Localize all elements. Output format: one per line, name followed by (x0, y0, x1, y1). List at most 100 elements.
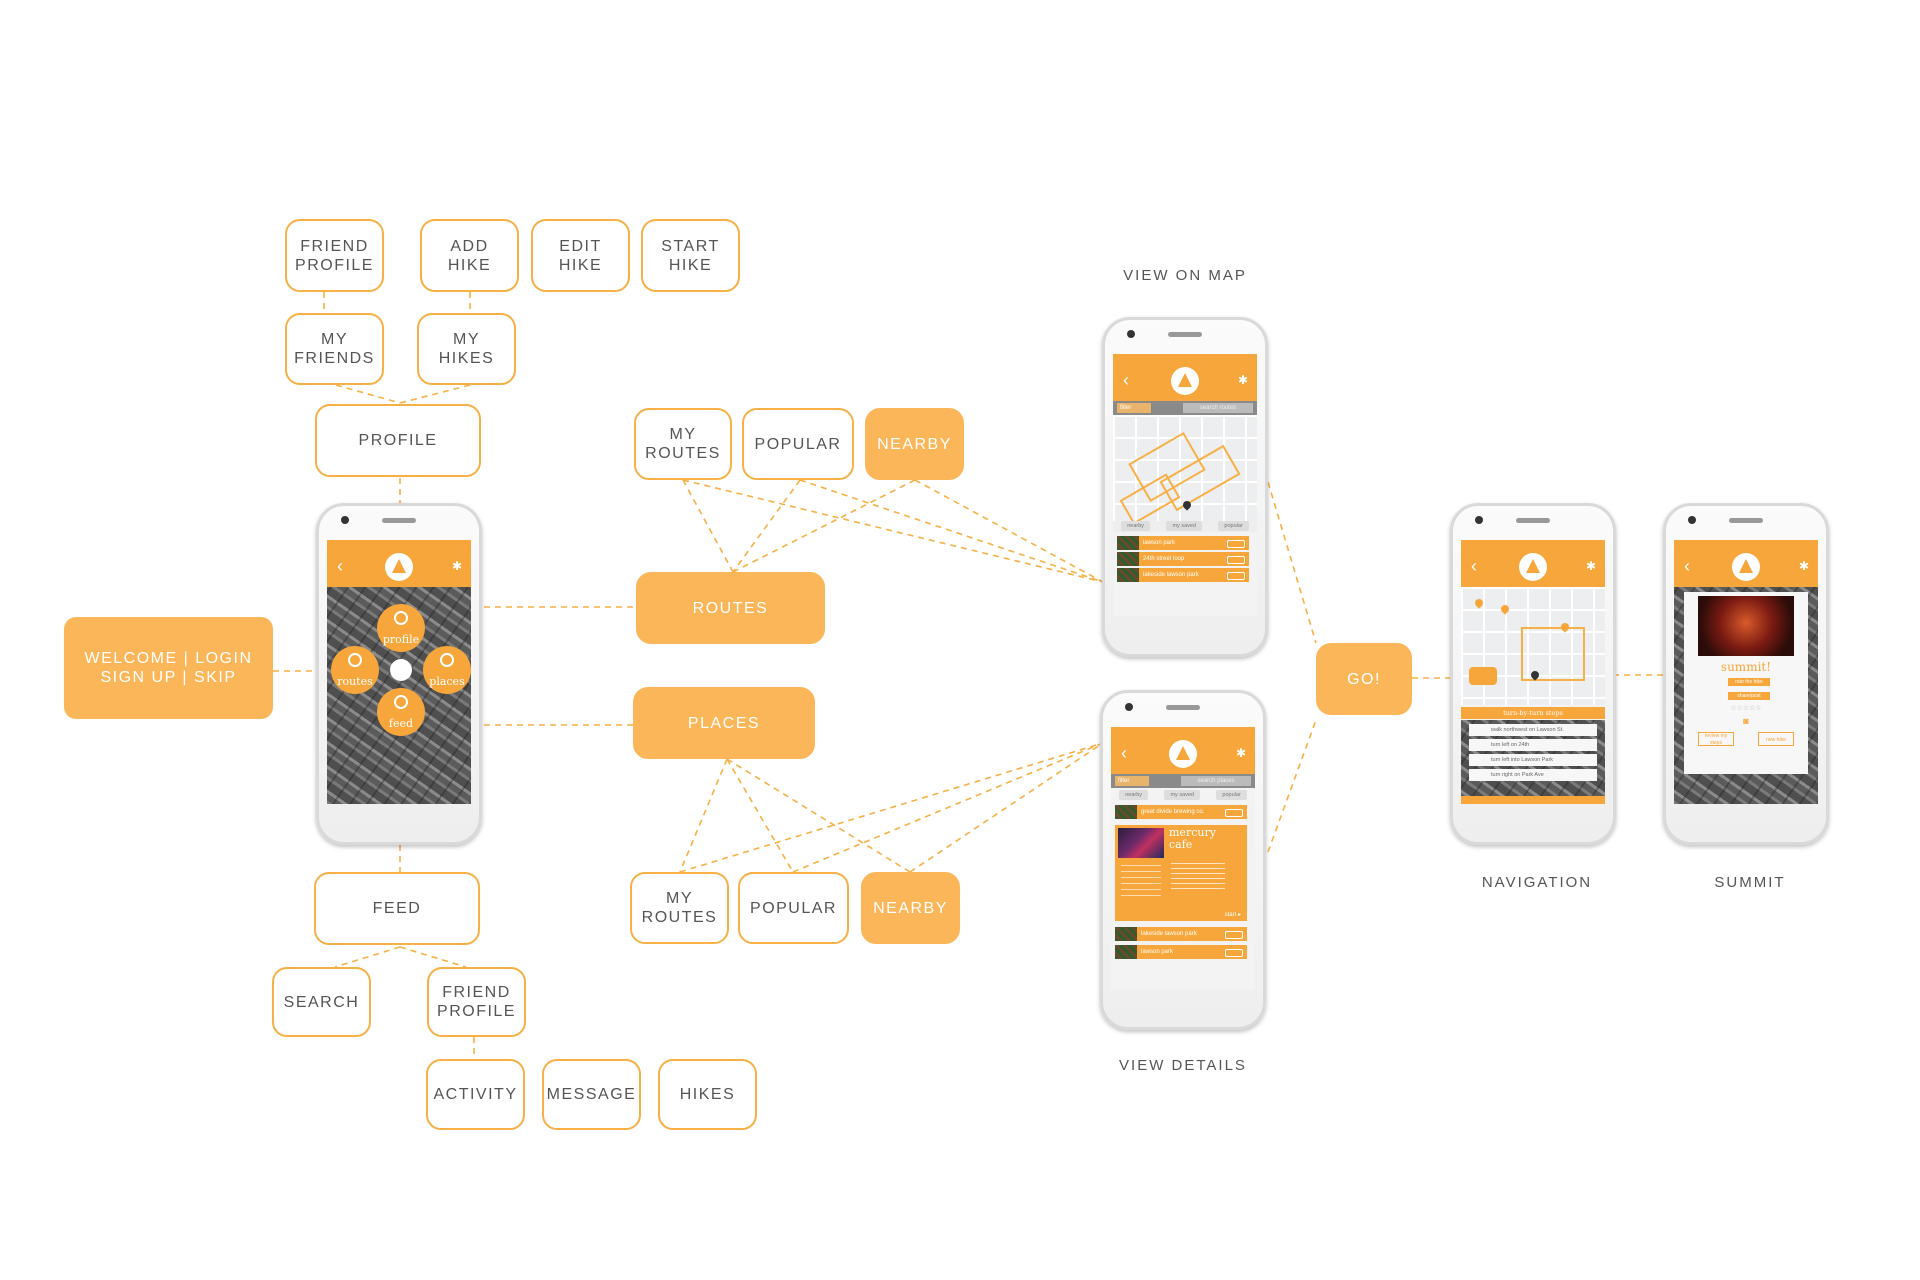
gear-icon[interactable]: ✱ (1237, 373, 1248, 387)
gear-icon[interactable]: ✱ (1585, 559, 1596, 573)
gear-icon[interactable]: ✱ (1235, 746, 1246, 760)
list-item[interactable]: 24th street loop (1117, 552, 1249, 566)
place-info (1121, 865, 1161, 899)
route-map[interactable] (1113, 415, 1257, 525)
phone-speaker (1168, 332, 1202, 337)
new-hike-button[interactable]: new hike (1758, 732, 1794, 746)
list-item[interactable]: lawson park (1115, 945, 1247, 959)
logo-icon (1169, 740, 1197, 768)
my-routes-node[interactable]: MY ROUTES (634, 408, 732, 480)
wheel-places-button[interactable]: places (423, 646, 471, 694)
connector (732, 479, 801, 573)
review-steps-button[interactable]: review my steps (1698, 732, 1734, 746)
thumbnail (1115, 805, 1137, 819)
back-icon[interactable]: ‹ (1471, 556, 1477, 576)
popular-node[interactable]: POPULAR (738, 872, 849, 944)
tab-nearby[interactable]: nearby (1119, 790, 1149, 800)
welcome-node[interactable]: WELCOME | LOGIN SIGN UP | SKIP (64, 617, 273, 719)
feed-icon (394, 695, 408, 709)
phone-camera (1127, 330, 1135, 338)
search-input[interactable]: search places (1181, 776, 1251, 786)
back-icon[interactable]: ‹ (1123, 370, 1129, 390)
steps-banner: turn-by-turn steps (1461, 707, 1605, 719)
my-friends-node[interactable]: MY FRIENDS (285, 313, 384, 385)
status-bar (1111, 727, 1255, 736)
search-node[interactable]: SEARCH (272, 967, 371, 1037)
connector (1267, 719, 1317, 853)
navigation-screen: ‹ ✱ turn-by-turn steps walk northwest on… (1461, 540, 1605, 804)
tab-popular[interactable]: popular (1216, 790, 1247, 800)
status-bar (1674, 540, 1818, 549)
rating-stars[interactable]: ☆☆☆☆☆ (1730, 705, 1762, 712)
list-item[interactable]: lakeside lawson park (1115, 927, 1247, 941)
featured-place-card[interactable]: mercury cafe start ▸ (1115, 825, 1247, 921)
item-label: lawson park (1143, 540, 1176, 546)
distance-badge (1227, 556, 1245, 564)
thumbnail (1115, 945, 1137, 959)
nearby-node[interactable]: NEARBY (865, 408, 964, 480)
navigation-map[interactable] (1461, 587, 1605, 705)
summit-photo (1698, 596, 1794, 656)
connector (682, 479, 1104, 583)
back-icon[interactable]: ‹ (337, 556, 343, 576)
rate-hike-button[interactable]: rate the hike (1728, 678, 1770, 686)
filter-button[interactable]: filter (1117, 403, 1151, 413)
tab-my-saved[interactable]: my saved (1164, 790, 1200, 800)
phone-speaker (1729, 518, 1763, 523)
details-screen: ‹ ✱ filter search places nearby my saved… (1111, 727, 1255, 989)
gear-icon[interactable]: ✱ (1798, 559, 1809, 573)
feed-node[interactable]: FEED (314, 872, 480, 945)
connector (909, 742, 1104, 873)
wheel-profile-button[interactable]: profile (377, 604, 425, 652)
start-button[interactable]: start ▸ (1224, 912, 1241, 918)
edit-hike-node[interactable]: EDIT HIKE (531, 219, 630, 292)
bottom-bar (1461, 796, 1605, 804)
map-icon (348, 653, 362, 667)
tab-popular[interactable]: popular (1218, 521, 1249, 531)
hikes-node[interactable]: HIKES (658, 1059, 757, 1130)
view-on-map-phone: ‹ ✱ filter search routes nearby my saved… (1102, 317, 1268, 657)
routes-node[interactable]: ROUTES (636, 572, 825, 644)
my-routes-node[interactable]: MY ROUTES (630, 872, 729, 944)
add-hike-node[interactable]: ADD HIKE (420, 219, 519, 292)
camera-icon[interactable]: ◙ (1743, 716, 1749, 726)
list-item[interactable]: lakeside lawson park (1117, 568, 1249, 582)
connector (799, 479, 1104, 583)
wheel-feed-button[interactable]: feed (377, 688, 425, 736)
distance-badge (1227, 540, 1245, 548)
distance-badge (1227, 572, 1245, 580)
list-item[interactable]: lawson park (1117, 536, 1249, 550)
wheel-routes-button[interactable]: routes (331, 646, 379, 694)
connector (679, 742, 1104, 873)
connector (335, 384, 401, 404)
friend-profile-node[interactable]: FRIEND PROFILE (285, 219, 384, 292)
friend-profile-node[interactable]: FRIEND PROFILE (427, 967, 526, 1037)
wheel-label: routes (337, 675, 373, 688)
message-node[interactable]: MESSAGE (542, 1059, 641, 1130)
activity-node[interactable]: ACTIVITY (426, 1059, 525, 1130)
popular-node[interactable]: POPULAR (742, 408, 854, 480)
back-icon[interactable]: ‹ (1121, 743, 1127, 763)
tab-nearby[interactable]: nearby (1121, 521, 1151, 531)
start-hike-node[interactable]: START HIKE (641, 219, 740, 292)
logo-icon (1732, 553, 1760, 581)
filter-button[interactable]: filter (1115, 776, 1149, 786)
item-label: great divide brewing co. (1141, 809, 1205, 815)
gear-icon[interactable]: ✱ (451, 559, 462, 573)
step-item: turn left on 24th (1469, 739, 1597, 751)
my-hikes-node[interactable]: MY HIKES (417, 313, 516, 385)
places-node[interactable]: PLACES (633, 687, 815, 759)
search-input[interactable]: search routes (1183, 403, 1253, 413)
list-item[interactable]: great divide brewing co. (1115, 805, 1247, 819)
back-icon[interactable]: ‹ (1684, 556, 1690, 576)
tab-my-saved[interactable]: my saved (1166, 521, 1202, 531)
connector (1267, 481, 1317, 644)
nearby-node[interactable]: NEARBY (861, 872, 960, 944)
share-post-button[interactable]: share/post (1728, 692, 1770, 700)
profile-node[interactable]: PROFILE (315, 404, 481, 477)
app-bar: ‹ ✱ (1113, 363, 1257, 401)
logo-icon (385, 553, 413, 581)
go-button[interactable]: GO! (1316, 643, 1412, 715)
pin-icon (394, 611, 408, 625)
